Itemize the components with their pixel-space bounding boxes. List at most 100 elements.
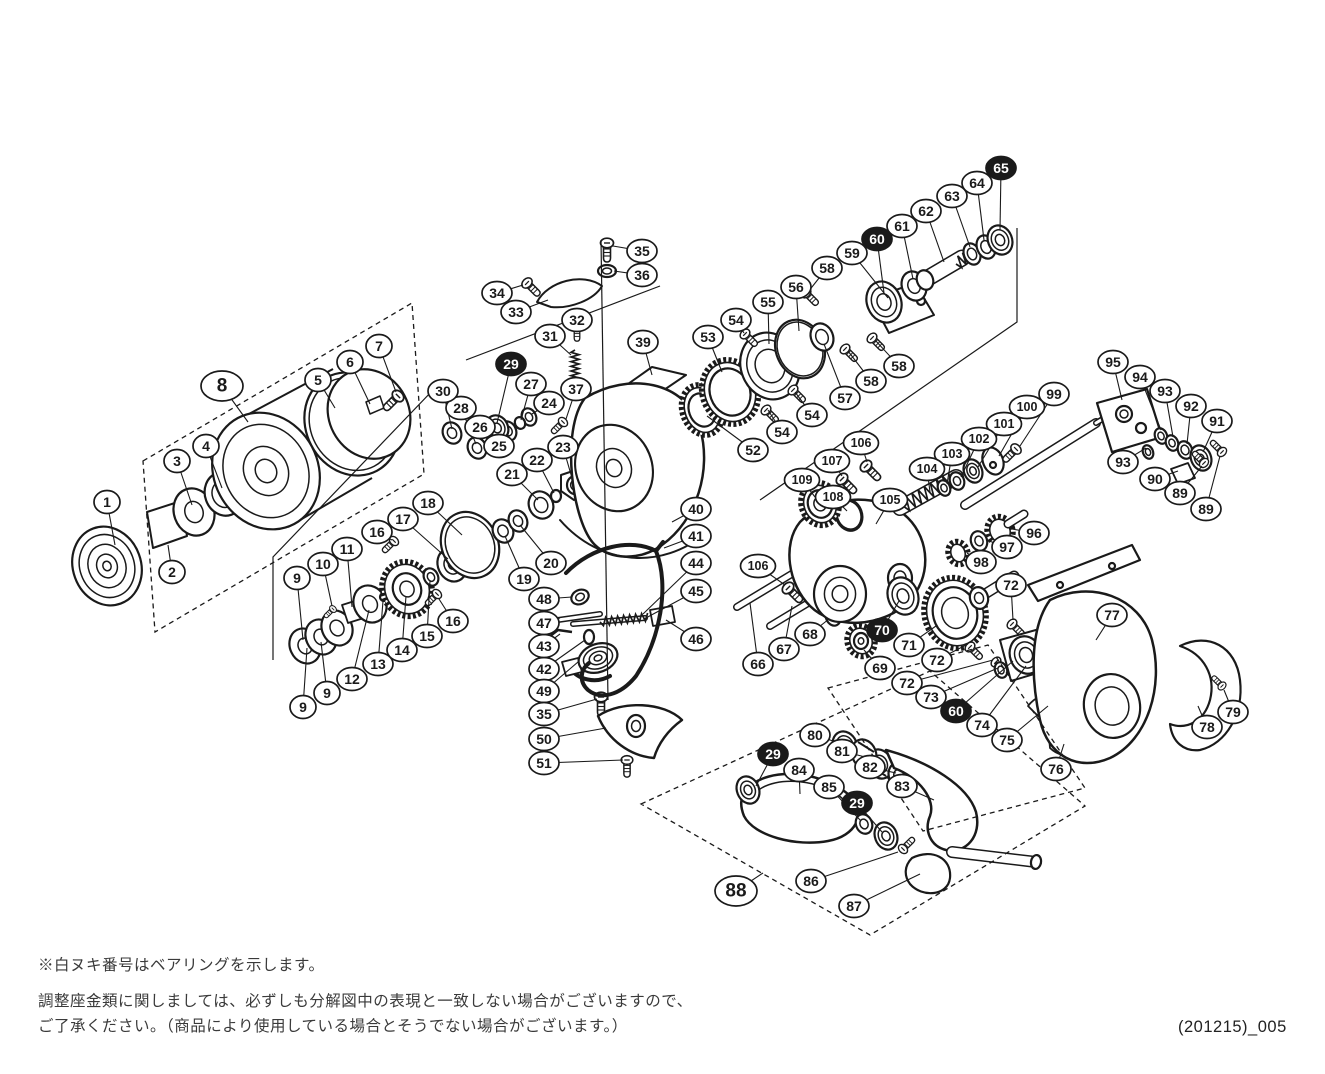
part-shape	[625, 713, 647, 739]
svg-text:83: 83	[894, 778, 910, 794]
part-shape	[1029, 853, 1043, 871]
callout-36: 36	[626, 262, 658, 288]
callout-46: 46	[680, 626, 712, 652]
callout-72: 72	[995, 572, 1027, 598]
svg-text:108: 108	[823, 490, 844, 504]
callout-105: 105	[871, 487, 909, 513]
callout-60: 60	[940, 698, 972, 724]
callout-106: 106	[739, 553, 777, 579]
svg-text:27: 27	[523, 376, 539, 392]
part-shape	[1055, 580, 1065, 590]
callout-108: 108	[814, 484, 852, 510]
callout-9: 9	[283, 565, 311, 591]
callout-89: 89	[1164, 480, 1196, 506]
callout-86: 86	[795, 868, 827, 894]
screw-part	[521, 277, 541, 297]
callout-49: 49	[528, 678, 560, 704]
screw-part	[1191, 450, 1210, 469]
screw-part	[323, 605, 337, 619]
callout-39: 39	[627, 329, 659, 355]
screw-part	[382, 389, 405, 412]
svg-text:96: 96	[1026, 525, 1042, 541]
svg-text:57: 57	[837, 390, 853, 406]
svg-text:85: 85	[821, 779, 837, 795]
svg-text:35: 35	[536, 706, 552, 722]
svg-text:107: 107	[822, 454, 843, 468]
svg-text:101: 101	[994, 417, 1015, 431]
svg-text:58: 58	[863, 373, 879, 389]
svg-text:16: 16	[445, 613, 461, 629]
svg-text:47: 47	[536, 615, 552, 631]
callout-18: 18	[412, 490, 444, 516]
svg-text:1: 1	[103, 494, 111, 510]
callout-95: 95	[1097, 349, 1129, 375]
svg-text:9: 9	[323, 685, 331, 701]
part-shape	[1164, 434, 1180, 452]
bearing-note: ※白ヌキ番号はベアリングを示します。	[38, 957, 325, 974]
svg-text:52: 52	[745, 442, 761, 458]
parts-artwork-layer	[71, 224, 1242, 895]
svg-text:67: 67	[776, 641, 792, 657]
callout-52: 52	[737, 437, 769, 463]
svg-text:33: 33	[508, 304, 524, 320]
part-shape	[527, 490, 555, 520]
part-shape	[1141, 444, 1155, 460]
part-shape	[391, 572, 423, 606]
svg-text:26: 26	[472, 419, 488, 435]
svg-text:93: 93	[1115, 454, 1131, 470]
callout-96: 96	[1018, 520, 1050, 546]
callout-21: 21	[496, 461, 528, 487]
part-shape	[1134, 421, 1148, 435]
part-shape	[513, 416, 527, 430]
part-shape	[422, 567, 440, 587]
svg-text:22: 22	[529, 452, 545, 468]
svg-text:99: 99	[1046, 386, 1062, 402]
callout-1: 1	[93, 489, 121, 515]
callout-16: 16	[437, 608, 469, 634]
screw-part	[1209, 439, 1228, 458]
callout-24: 24	[533, 390, 565, 416]
callout-32: 32	[561, 307, 593, 333]
part-shape	[809, 322, 835, 352]
svg-text:14: 14	[394, 642, 410, 658]
part-shape	[549, 488, 563, 504]
svg-text:44: 44	[688, 555, 704, 571]
callout-56: 56	[780, 274, 812, 300]
callout-93: 93	[1149, 378, 1181, 404]
svg-text:9: 9	[293, 570, 301, 586]
svg-text:19: 19	[516, 571, 532, 587]
callout-61: 61	[886, 213, 918, 239]
svg-text:88: 88	[725, 881, 746, 902]
callout-34: 34	[481, 280, 513, 306]
svg-text:106: 106	[851, 436, 872, 450]
callout-29: 29	[495, 351, 527, 377]
part-shape	[857, 741, 875, 753]
svg-text:61: 61	[894, 218, 910, 234]
svg-text:71: 71	[901, 637, 917, 653]
svg-text:82: 82	[862, 759, 878, 775]
part-shape	[1153, 427, 1169, 445]
callout-92: 92	[1175, 393, 1207, 419]
svg-text:9: 9	[299, 699, 307, 715]
svg-text:102: 102	[969, 432, 990, 446]
svg-text:89: 89	[1172, 485, 1188, 501]
svg-text:53: 53	[700, 329, 716, 345]
callout-58: 58	[811, 255, 843, 281]
part-shape	[1032, 590, 1158, 765]
assembly-boundary-solid	[272, 389, 434, 660]
svg-text:106: 106	[748, 559, 769, 573]
part-shape	[1168, 639, 1242, 752]
callout-45: 45	[680, 578, 712, 604]
svg-text:58: 58	[891, 358, 907, 374]
svg-text:29: 29	[849, 795, 865, 811]
callout-layer: 1234567891011991213141516161718192021222…	[93, 155, 1249, 919]
svg-text:105: 105	[880, 493, 901, 507]
callout-47: 47	[528, 610, 560, 636]
part-shape	[1026, 543, 1142, 603]
callout-109: 109	[783, 467, 821, 493]
callout-35: 35	[528, 701, 560, 727]
svg-text:51: 51	[536, 755, 552, 771]
assembly-boundary-solid	[600, 239, 609, 701]
svg-text:72: 72	[1003, 577, 1019, 593]
callout-26: 26	[464, 414, 496, 440]
